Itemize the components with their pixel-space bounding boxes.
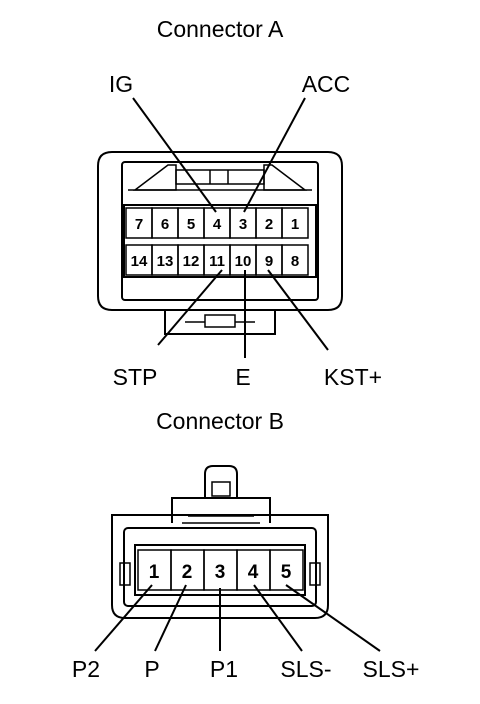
pin-a-2: 2 — [265, 216, 273, 233]
pin-a-6: 6 — [161, 216, 169, 233]
connector-a-title: Connector A — [157, 16, 284, 42]
label-p: P — [144, 656, 159, 682]
pin-b-2: 2 — [182, 562, 193, 583]
label-acc: ACC — [302, 71, 351, 97]
pin-a-14: 14 — [131, 253, 148, 270]
pin-a-4: 4 — [213, 216, 222, 233]
connector-b-title: Connector B — [156, 408, 284, 434]
pin-b-4: 4 — [248, 562, 259, 583]
label-kst-plus: KST+ — [324, 364, 382, 390]
pin-a-3: 3 — [239, 216, 247, 233]
pin-a-9: 9 — [265, 253, 273, 270]
connector-a-pin-grid: 7 6 5 4 3 2 1 14 13 12 11 10 9 8 — [125, 207, 309, 276]
pin-b-3: 3 — [215, 562, 226, 583]
connector-a-body — [97, 151, 343, 335]
pin-a-8: 8 — [291, 253, 299, 270]
label-sls-minus: SLS- — [280, 656, 331, 682]
pin-a-13: 13 — [157, 253, 174, 270]
leader-stp — [157, 269, 223, 346]
label-ig: IG — [109, 71, 133, 97]
pin-a-10: 10 — [235, 253, 252, 270]
leader-acc — [243, 97, 306, 213]
pin-b-5: 5 — [281, 562, 292, 583]
pin-a-1: 1 — [291, 216, 299, 233]
label-p2: P2 — [72, 656, 100, 682]
leader-sls-minus — [253, 584, 303, 652]
leader-p — [154, 584, 187, 652]
label-p1: P1 — [210, 656, 238, 682]
label-stp: STP — [113, 364, 158, 390]
pin-b-1: 1 — [149, 562, 160, 583]
label-e: E — [235, 364, 250, 390]
leader-p2 — [94, 584, 153, 652]
leader-sls-plus — [285, 584, 381, 652]
connector-b-pin-row: 1 2 3 4 5 — [137, 549, 304, 591]
pin-a-11: 11 — [209, 253, 225, 270]
label-sls-plus: SLS+ — [363, 656, 420, 682]
leader-ig — [132, 97, 217, 213]
leader-kst — [267, 269, 329, 351]
pin-a-5: 5 — [187, 216, 195, 233]
pin-a-12: 12 — [183, 253, 200, 270]
pin-a-7: 7 — [135, 216, 143, 233]
